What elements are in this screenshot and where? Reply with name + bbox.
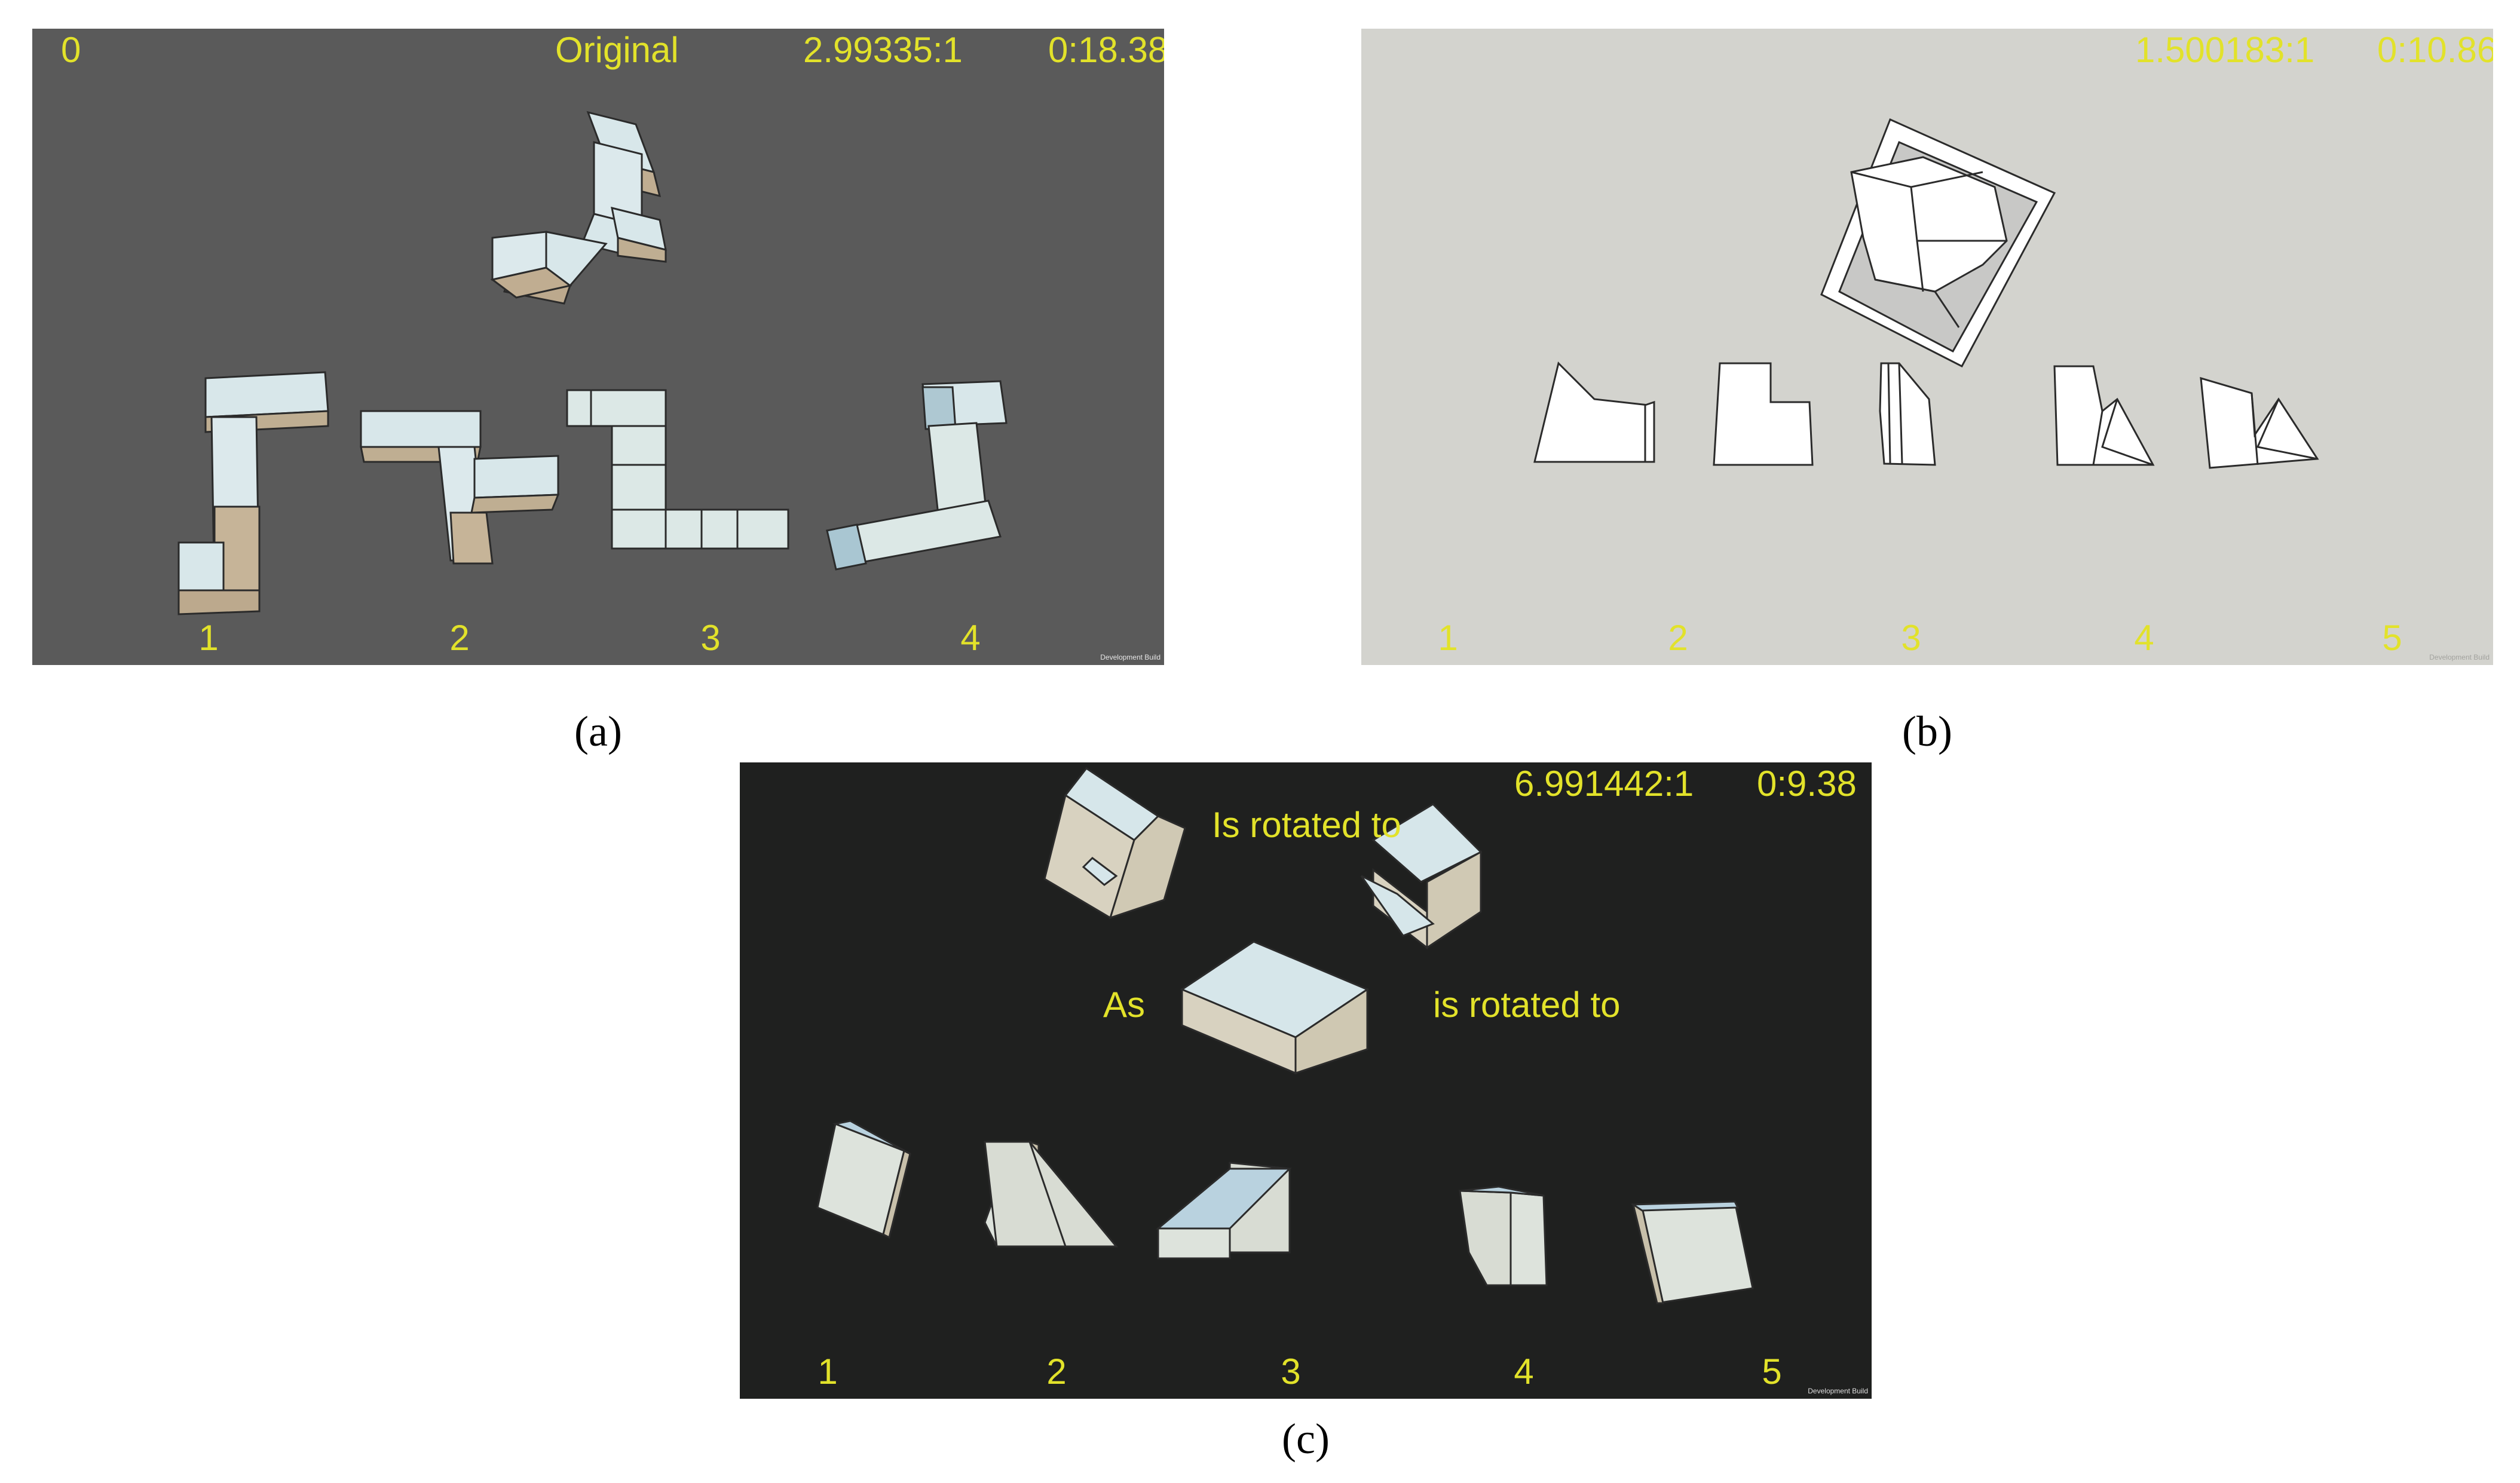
option-label-5[interactable]: 5 <box>1762 1352 1782 1392</box>
panel-c: 6.991442:1 0:9.38 Is rotated to As is ro… <box>740 762 1872 1399</box>
option-figure-5[interactable] <box>1630 1200 1754 1304</box>
option-figure-1[interactable] <box>816 1120 911 1239</box>
trial-index: 0 <box>61 30 81 70</box>
option-figure-2[interactable] <box>984 1140 1119 1248</box>
option-label-2[interactable]: 2 <box>1046 1352 1067 1392</box>
option-figure-4[interactable] <box>826 380 1008 571</box>
analogy-target-figure <box>1360 803 1483 950</box>
option-figure-4[interactable] <box>2053 365 2155 466</box>
panel-b-scene <box>1533 118 2319 469</box>
timer-readout: 0:9.38 <box>1757 764 1857 804</box>
option-label-2[interactable]: 2 <box>449 618 470 658</box>
original-figure <box>1820 118 2056 368</box>
development-build-watermark: Development Build <box>1808 1387 1868 1395</box>
panel-c-scene <box>816 767 1754 1304</box>
prompt-is-rotated-to: Is rotated to <box>1212 805 1401 845</box>
original-figure <box>490 111 667 305</box>
prompt-as: As <box>1103 985 1146 1025</box>
panel-a: 0 Original 2.99335:1 0:18.38 1 2 3 4 Dev… <box>32 29 1164 665</box>
option-figure-3[interactable] <box>566 389 789 550</box>
caption-b: (b) <box>1902 707 1952 755</box>
ratio-readout: 1.500183:1 <box>2135 30 2315 70</box>
option-label-3[interactable]: 3 <box>1281 1352 1301 1392</box>
panel-a-scene <box>177 111 1008 615</box>
option-label-3[interactable]: 3 <box>700 618 721 658</box>
option-figure-3[interactable] <box>1879 362 1936 466</box>
timer-readout: 0:18.38 <box>1048 30 1164 70</box>
option-label-5[interactable]: 5 <box>2382 618 2402 658</box>
panel-b: 1.500183:1 0:10.86 1 2 3 4 5 Development… <box>1361 29 2493 665</box>
option-figure-1[interactable] <box>1533 361 1655 463</box>
caption-c: (c) <box>1282 1415 1330 1463</box>
option-label-1[interactable]: 1 <box>198 618 219 658</box>
option-figure-4[interactable] <box>1459 1185 1548 1286</box>
development-build-watermark: Development Build <box>2429 653 2490 661</box>
timer-readout: 0:10.86 <box>2377 30 2493 70</box>
analogy-source-figure <box>1043 767 1186 920</box>
caption-a: (a) <box>574 707 622 755</box>
option-label-4[interactable]: 4 <box>2134 618 2154 658</box>
development-build-watermark: Development Build <box>1100 653 1161 661</box>
ratio-readout: 2.99335:1 <box>803 30 963 70</box>
option-label-3[interactable]: 3 <box>1901 618 1921 658</box>
option-label-1[interactable]: 1 <box>817 1352 838 1392</box>
option-figure-3[interactable] <box>1155 1162 1292 1260</box>
option-figure-2[interactable] <box>1713 362 1814 466</box>
panel-title: Original <box>555 30 679 70</box>
prompt-is-rotated-to-second: is rotated to <box>1433 985 1621 1025</box>
option-label-1[interactable]: 1 <box>1438 618 1458 658</box>
option-figure-5[interactable] <box>2200 376 2319 469</box>
option-figure-2[interactable] <box>360 410 560 565</box>
option-figure-1[interactable] <box>177 371 329 615</box>
option-label-4[interactable]: 4 <box>960 618 981 658</box>
option-label-4[interactable]: 4 <box>1514 1352 1534 1392</box>
ratio-readout: 6.991442:1 <box>1514 764 1694 804</box>
rotation-cue-figure <box>1180 940 1370 1075</box>
option-label-2[interactable]: 2 <box>1668 618 1688 658</box>
